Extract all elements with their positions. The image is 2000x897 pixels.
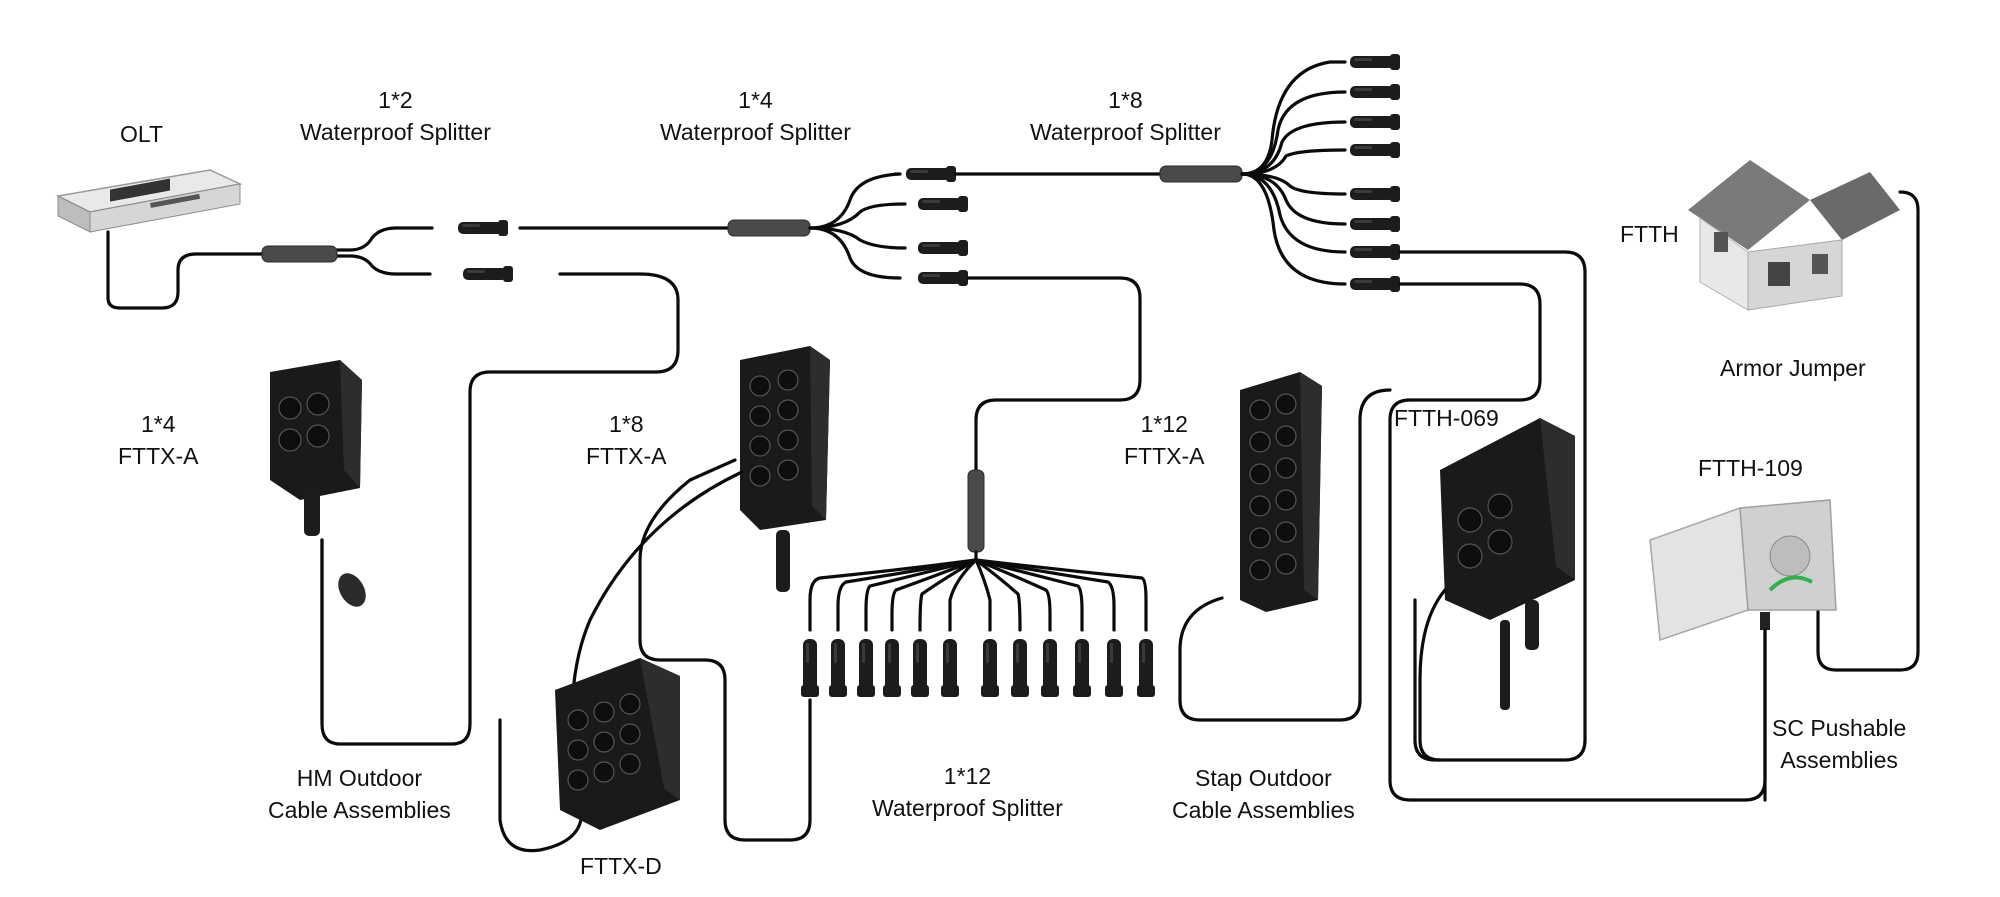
- stap-outdoor-label: Stap Outdoor Cable Assemblies: [1172, 762, 1355, 826]
- fttx-a-1x4-label-line2: FTTX-A: [118, 443, 199, 469]
- hm-outdoor-label-line1: HM Outdoor: [296, 765, 423, 791]
- fttx-a-1x12-box-icon: [1178, 372, 1392, 722]
- hm-outdoor-label-line2: Cable Assemblies: [268, 797, 451, 823]
- splitter-1x12-label-line2: Waterproof Splitter: [872, 795, 1063, 821]
- sc-pushable-label-line2: Assemblies: [1780, 747, 1898, 773]
- splitter-1x12: [638, 458, 1155, 842]
- splitter-1x12-label-line1: 1*12: [943, 763, 992, 789]
- fttx-a-1x4-box-icon: [270, 360, 366, 722]
- fttx-a-1x8-label: 1*8 FTTX-A: [586, 408, 667, 472]
- ftth-109-text: FTTH-109: [1698, 455, 1803, 481]
- sc-pushable-label: SC Pushable Assemblies: [1772, 712, 1906, 776]
- ftth-label: FTTH: [1620, 218, 1679, 250]
- splitter-1x12-label: 1*12 Waterproof Splitter: [872, 760, 1063, 824]
- fttx-d-box-icon: [555, 658, 680, 830]
- ftth-109-label: FTTH-109: [1698, 452, 1803, 484]
- splitter-1x8-label-line1: 1*8: [1108, 87, 1143, 113]
- fttx-d-label: FTTX-D: [580, 850, 662, 882]
- ftth-069-label: FTTH-069: [1394, 402, 1499, 434]
- hm-outdoor-label: HM Outdoor Cable Assemblies: [268, 762, 451, 826]
- fttx-a-1x12-label-line1: 1*12: [1140, 411, 1188, 437]
- splitter-1x4: [727, 166, 1162, 472]
- splitter-1x8-label: 1*8 Waterproof Splitter: [1030, 84, 1221, 148]
- armor-jumper-label: Armor Jumper: [1720, 352, 1866, 384]
- olt-switch-icon: [55, 169, 243, 233]
- ftth-109-distribution-box-icon: [1649, 499, 1837, 802]
- fttx-a-1x4-label-line1: 1*4: [140, 411, 176, 437]
- splitter-1x2-label-line1: 1*2: [378, 87, 413, 113]
- fttx-a-1x8-label-line1: 1*8: [608, 411, 644, 437]
- ftth-069-text: FTTH-069: [1394, 405, 1499, 431]
- ftth-house-icon: [1688, 160, 1900, 311]
- stap-outdoor-label-line2: Cable Assemblies: [1172, 797, 1355, 823]
- ftth-069-box-icon: [1418, 418, 1575, 762]
- ftth-text: FTTH: [1620, 221, 1679, 247]
- splitter-1x4-label-line1: 1*4: [738, 87, 773, 113]
- splitter-1x8-label-line2: Waterproof Splitter: [1030, 119, 1221, 145]
- splitter-1x4-label: 1*4 Waterproof Splitter: [660, 84, 851, 148]
- splitter-1x2-label: 1*2 Waterproof Splitter: [300, 84, 491, 148]
- splitter-1x8: [1159, 54, 1767, 802]
- fttx-a-1x4-label: 1*4 FTTX-A: [118, 408, 199, 472]
- fttx-a-1x12-label: 1*12 FTTX-A: [1124, 408, 1205, 472]
- trunk-cables: [106, 226, 730, 746]
- stap-outdoor-label-line1: Stap Outdoor: [1195, 765, 1332, 791]
- armor-jumper-cable: [1816, 190, 1920, 672]
- splitter-1x2: [261, 220, 513, 282]
- splitter-1x4-label-line2: Waterproof Splitter: [660, 119, 851, 145]
- armor-jumper-text: Armor Jumper: [1720, 355, 1866, 381]
- splitter-1x2-label-line2: Waterproof Splitter: [300, 119, 491, 145]
- olt-text: OLT: [120, 121, 164, 147]
- olt-label: OLT: [120, 118, 163, 150]
- fttx-a-1x8-label-line2: FTTX-A: [586, 443, 667, 469]
- fttx-d-text: FTTX-D: [580, 853, 662, 879]
- sc-pushable-label-line1: SC Pushable: [1772, 715, 1907, 741]
- fttx-a-1x12-label-line2: FTTX-A: [1124, 443, 1205, 469]
